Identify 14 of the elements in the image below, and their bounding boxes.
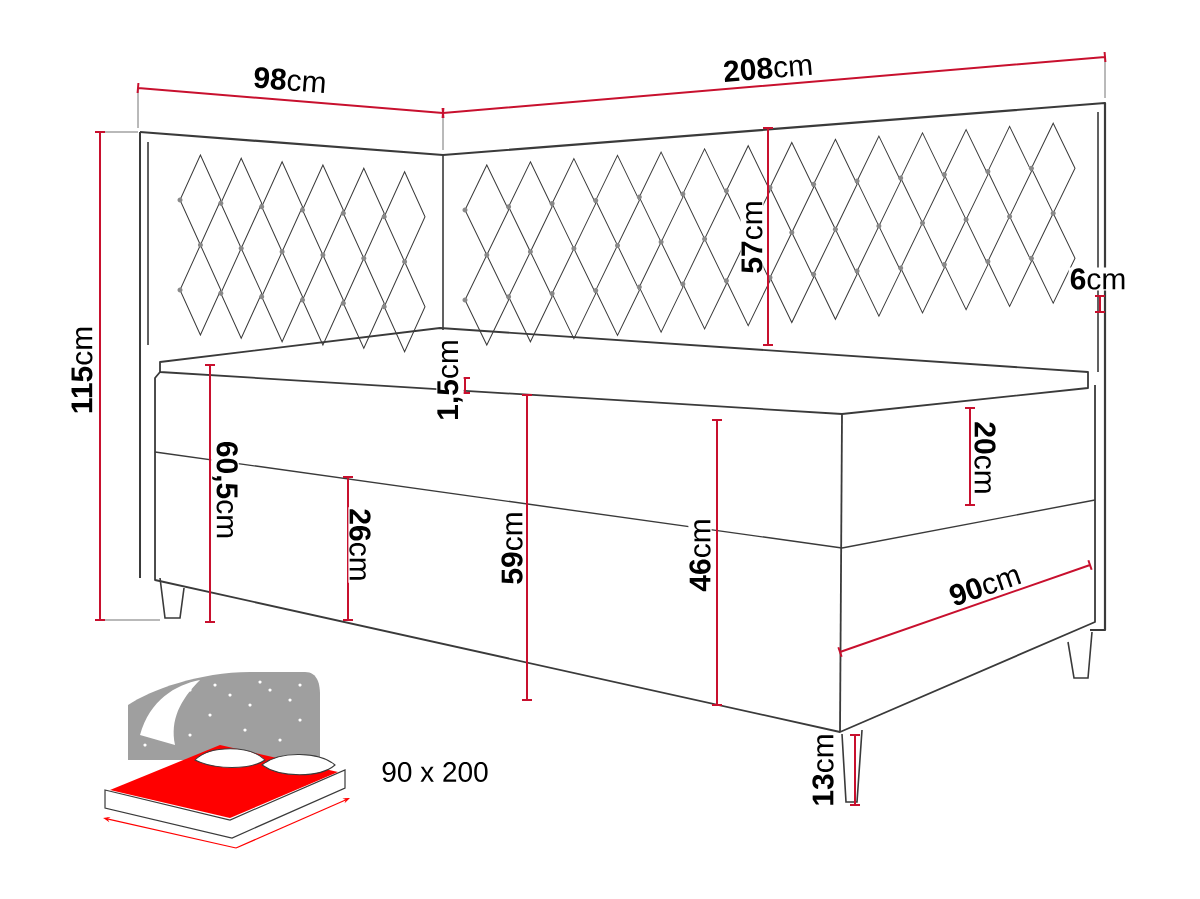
dimension-label: 60,5cm bbox=[211, 439, 239, 541]
dimension-label: 115cm bbox=[70, 324, 94, 416]
dimension-label: 20cm bbox=[973, 420, 997, 496]
dimension-label: 90cm bbox=[945, 561, 1025, 609]
dimension-label: 1,5cm bbox=[436, 338, 464, 422]
dimension-label: 59cm bbox=[500, 510, 524, 586]
dimension-label: 46cm bbox=[688, 517, 712, 593]
dimension-label: 13cm bbox=[811, 732, 835, 808]
dimension-label: 98cm bbox=[251, 65, 329, 95]
dimension-label: 90 x 200 bbox=[380, 761, 490, 783]
dimension-label: 6cm bbox=[1068, 267, 1128, 291]
dimension-label: 57cm bbox=[740, 199, 764, 275]
dimension-label: 208cm bbox=[721, 52, 815, 84]
dimension-label: 26cm bbox=[348, 507, 372, 583]
